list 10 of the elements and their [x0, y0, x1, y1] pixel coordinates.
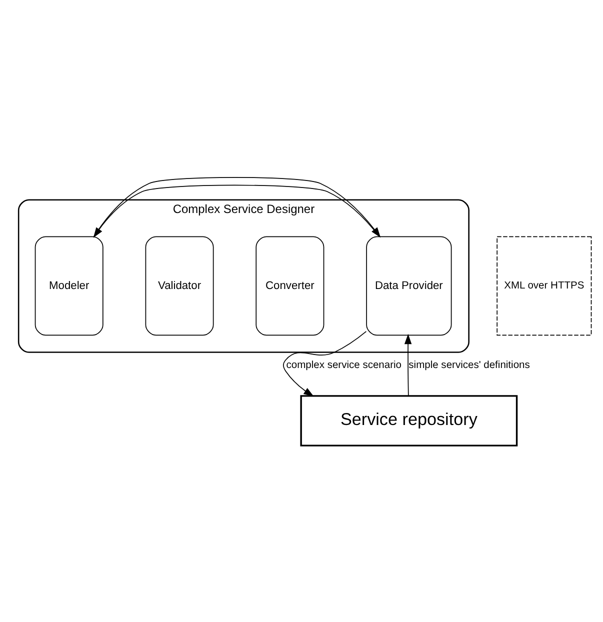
node-box: Converter: [256, 236, 324, 336]
edge-label: complex service scenario: [286, 360, 402, 371]
node-box: XML over HTTPS: [496, 236, 592, 336]
arrow: [404, 333, 412, 396]
node-box: Validator: [145, 236, 214, 336]
node-box: Modeler: [34, 236, 104, 336]
edge-label: simple services' definitions: [408, 360, 530, 371]
node-box: Data Provider: [366, 236, 452, 336]
arrow: [282, 330, 367, 396]
node-box: Service repository: [300, 394, 518, 446]
